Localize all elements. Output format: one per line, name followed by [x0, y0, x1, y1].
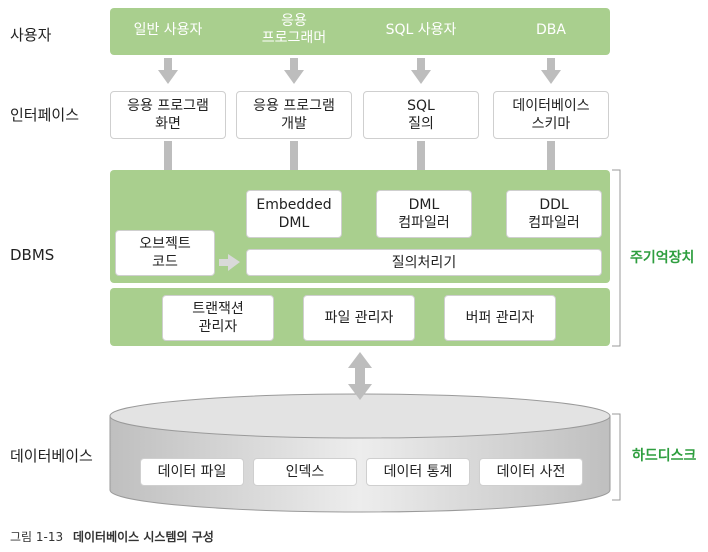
- interface-app-screen: 응용 프로그램 화면: [110, 91, 226, 139]
- dml-compiler-box: DML 컴파일러: [376, 190, 472, 238]
- db-item-data-file: 데이터 파일: [140, 458, 244, 486]
- query-processor-box: 질의처리기: [246, 249, 602, 276]
- arrow-down: [541, 58, 561, 84]
- user-dba: DBA: [536, 22, 566, 38]
- embedded-dml-box: Embedded DML: [246, 190, 342, 238]
- transaction-manager-box: 트랜잭션 관리자: [162, 295, 274, 341]
- object-code-box: 오브젝트 코드: [115, 230, 215, 276]
- row-label-dbms: DBMS: [10, 246, 55, 264]
- database-cylinder: [109, 393, 611, 513]
- ddl-compiler-box: DDL 컴파일러: [506, 190, 602, 238]
- db-item-index: 인덱스: [253, 458, 357, 486]
- disk-bracket: [612, 413, 621, 501]
- memory-bracket: [612, 169, 621, 347]
- file-manager-box: 파일 관리자: [303, 295, 415, 341]
- user-interface-arrows: [158, 58, 561, 84]
- buffer-manager-box: 버퍼 관리자: [444, 295, 556, 341]
- row-label-interface: 인터페이스: [10, 106, 80, 124]
- user-programmer: 응용 프로그래머: [261, 13, 327, 46]
- row-label-database: 데이터베이스: [10, 447, 93, 465]
- interface-sql-query: SQL 질의: [363, 91, 479, 139]
- interface-app-dev: 응용 프로그램 개발: [236, 91, 352, 139]
- caption-number: 그림 1-13: [10, 530, 64, 544]
- db-item-statistics: 데이터 통계: [366, 458, 470, 486]
- arrow-down: [411, 58, 431, 84]
- user-general: 일반 사용자: [133, 22, 203, 38]
- arrow-down: [158, 58, 178, 84]
- side-label-memory: 주기억장치: [630, 250, 695, 266]
- users-band: [110, 8, 610, 55]
- user-sql: SQL 사용자: [385, 22, 457, 38]
- caption-title: 데이터베이스 시스템의 구성: [72, 530, 214, 544]
- interface-db-schema: 데이터베이스 스키마: [493, 91, 609, 139]
- figure-caption: 그림 1-13 데이터베이스 시스템의 구성: [10, 528, 214, 545]
- db-item-dictionary: 데이터 사전: [479, 458, 583, 486]
- row-label-users: 사용자: [10, 26, 52, 44]
- side-label-disk: 하드디스크: [632, 448, 697, 464]
- arrow-down: [284, 58, 304, 84]
